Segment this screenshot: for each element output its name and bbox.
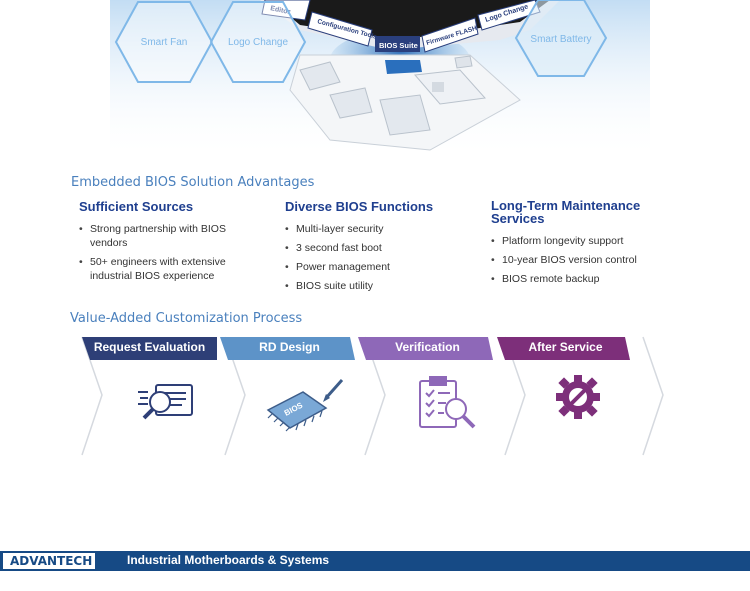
list-item: BIOS suite utility — [285, 279, 465, 293]
motherboard-graphic — [289, 54, 521, 151]
advantage-column-sufficient-sources: Sufficient Sources Strong partnership wi… — [79, 200, 259, 288]
list-item: 3 second fast boot — [285, 241, 465, 255]
gear-wrench-icon — [556, 375, 600, 419]
bios-suite-illustration: Editor Configuration Tools BIOS Suite Fi… — [110, 0, 650, 160]
advantages-section-title: Embedded BIOS Solution Advantages — [71, 175, 315, 190]
advantage-column-diverse-bios-functions: Diverse BIOS Functions Multi-layer secur… — [285, 200, 465, 298]
column-heading: Diverse BIOS Functions — [285, 199, 434, 214]
chip-tab-editor: Editor — [261, 0, 311, 21]
list-item: Power management — [285, 260, 465, 274]
advantech-logo: ADVANTECH — [3, 553, 95, 569]
step-band-verification — [358, 337, 493, 360]
step-band-after-service — [497, 337, 630, 360]
step-band-rd-design — [220, 337, 355, 360]
column-heading: Sufficient Sources — [79, 199, 194, 214]
process-section-title: Value-Added Customization Process — [70, 311, 303, 326]
list-item: Multi-layer security — [285, 222, 465, 236]
column-heading: Long-Term Maintenance Services — [491, 198, 641, 226]
list-item: 50+ engineers with extensive industrial … — [79, 255, 259, 283]
step-request-evaluation: Request Evaluation — [93, 340, 206, 354]
chip-tab-bios-suite: BIOS Suite — [375, 36, 420, 52]
clipboard-magnifier-icon — [419, 376, 476, 429]
bullet-list: Platform longevity support 10-year BIOS … — [491, 234, 661, 286]
svg-text:Smart Fan: Smart Fan — [141, 37, 188, 48]
bullet-list: Multi-layer security 3 second fast boot … — [285, 222, 465, 293]
list-item: Strong partnership with BIOS vendors — [79, 222, 259, 250]
step-band-request-evaluation — [82, 337, 217, 360]
svg-text:Smart Battery: Smart Battery — [530, 34, 591, 45]
process-flow: BIOS — [81, 336, 664, 456]
document-search-icon — [138, 384, 193, 420]
hexagon-logo-change: Logo Change — [209, 0, 307, 83]
svg-text:Logo Change: Logo Change — [228, 37, 288, 48]
list-item: Platform longevity support — [491, 234, 661, 248]
advantage-column-long-term-maintenance: Long-Term Maintenance Services Platform … — [491, 199, 661, 291]
bios-chip-pen-icon: BIOS — [266, 379, 344, 432]
step-rd-design: RD Design — [259, 340, 320, 354]
bullet-list: Strong partnership with BIOS vendors 50+… — [79, 222, 259, 283]
hexagon-smart-battery: Smart Battery — [514, 0, 608, 77]
svg-text:BIOS Suite: BIOS Suite — [379, 41, 418, 50]
list-item: BIOS remote backup — [491, 272, 661, 286]
hexagon-smart-fan: Smart Fan — [114, 0, 214, 83]
footer-bar: ADVANTECH Industrial Motherboards & Syst… — [0, 551, 750, 571]
svg-text:Editor: Editor — [270, 5, 292, 16]
list-item: 10-year BIOS version control — [491, 253, 661, 267]
footer-title: Industrial Motherboards & Systems — [127, 553, 330, 567]
step-verification: Verification — [395, 340, 460, 354]
step-after-service: After Service — [528, 340, 603, 354]
logo-text: ADVANTECH — [10, 554, 93, 568]
